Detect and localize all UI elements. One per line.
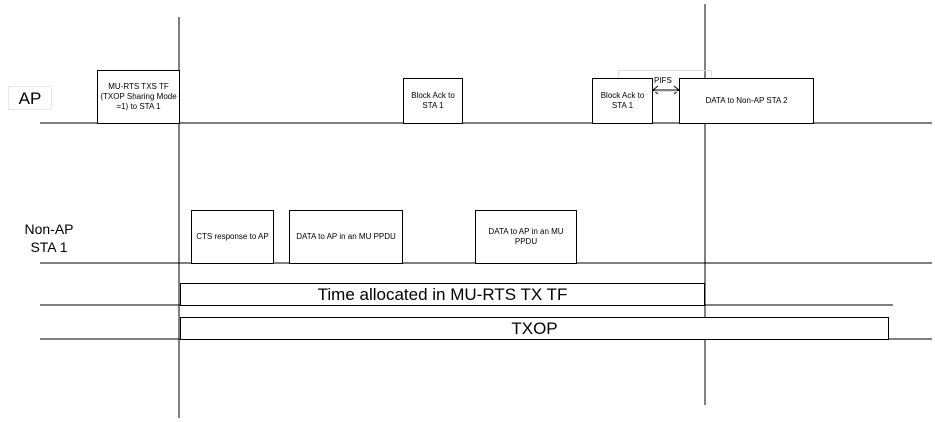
sta-label-line2: STA 1 xyxy=(30,239,68,255)
pifs-arrowhead-left xyxy=(652,85,659,95)
data-to-ap-mu-ppdu-frame-2: DATA to AP in an MU PPDU xyxy=(475,210,577,264)
sta-label-line1: Non-AP xyxy=(24,221,74,237)
block-ack-frame-1: Block Ack to STA 1 xyxy=(403,78,463,124)
txop-span: TXOP xyxy=(180,317,889,340)
data-to-non-ap-sta2-frame: DATA to Non-AP STA 2 xyxy=(679,78,814,124)
mu-rts-txs-trigger-frame: MU-RTS TXS TF (TXOP Sharing Mode =1) to … xyxy=(97,70,180,124)
pifs-label: PIFS xyxy=(654,76,672,85)
data-to-ap-mu-ppdu-frame-1: DATA to AP in an MU PPDU xyxy=(289,210,403,264)
time-allocated-span: Time allocated in MU-RTS TX TF xyxy=(180,283,705,306)
ap-row-label: AP xyxy=(8,86,52,110)
non-ap-sta1-row-label: Non-AP STA 1 xyxy=(0,220,98,256)
block-ack-frame-2: Block Ack to STA 1 xyxy=(592,78,653,124)
cts-response-frame: CTS response to AP xyxy=(191,210,274,264)
